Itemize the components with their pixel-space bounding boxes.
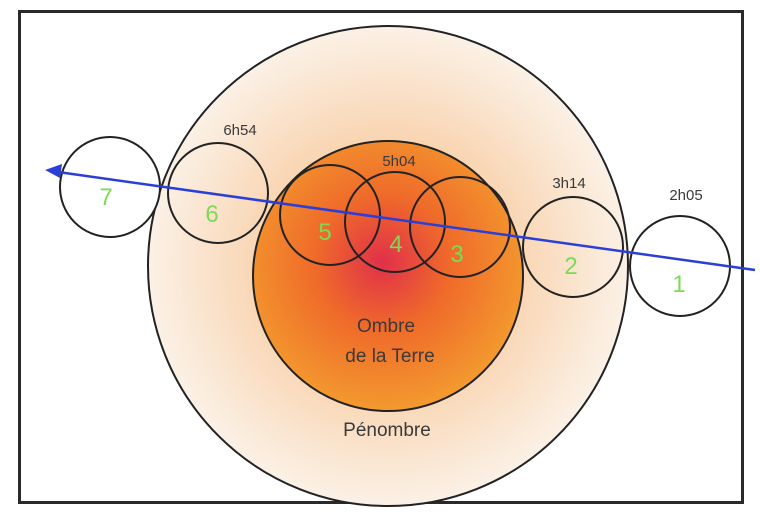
- moon-path-arrowhead: [45, 164, 62, 178]
- moon-position-3: [409, 176, 511, 278]
- phase-time-4: 5h04: [382, 153, 415, 170]
- moon-position-2: [522, 196, 624, 298]
- moon-position-6: [167, 142, 269, 244]
- phase-number-6: 6: [205, 201, 218, 228]
- phase-time-6: 6h54: [223, 122, 256, 139]
- phase-number-5: 5: [318, 219, 331, 246]
- phase-time-1: 2h05: [669, 187, 702, 204]
- phase-number-2: 2: [564, 253, 577, 280]
- moon-position-5: [279, 164, 381, 266]
- phase-number-7: 7: [99, 184, 112, 211]
- phase-time-2: 3h14: [552, 175, 585, 192]
- phase-number-3: 3: [450, 241, 463, 268]
- umbra-label-line2: de la Terre: [345, 346, 434, 367]
- moon-position-4: [344, 171, 446, 273]
- phase-number-1: 1: [672, 271, 685, 298]
- phase-number-4: 4: [389, 231, 402, 258]
- moon-position-1: [629, 215, 731, 317]
- moon-path-line: [57, 170, 756, 272]
- penumbra-label: Pénombre: [343, 420, 431, 441]
- umbra-label-line1: Ombre: [357, 316, 415, 337]
